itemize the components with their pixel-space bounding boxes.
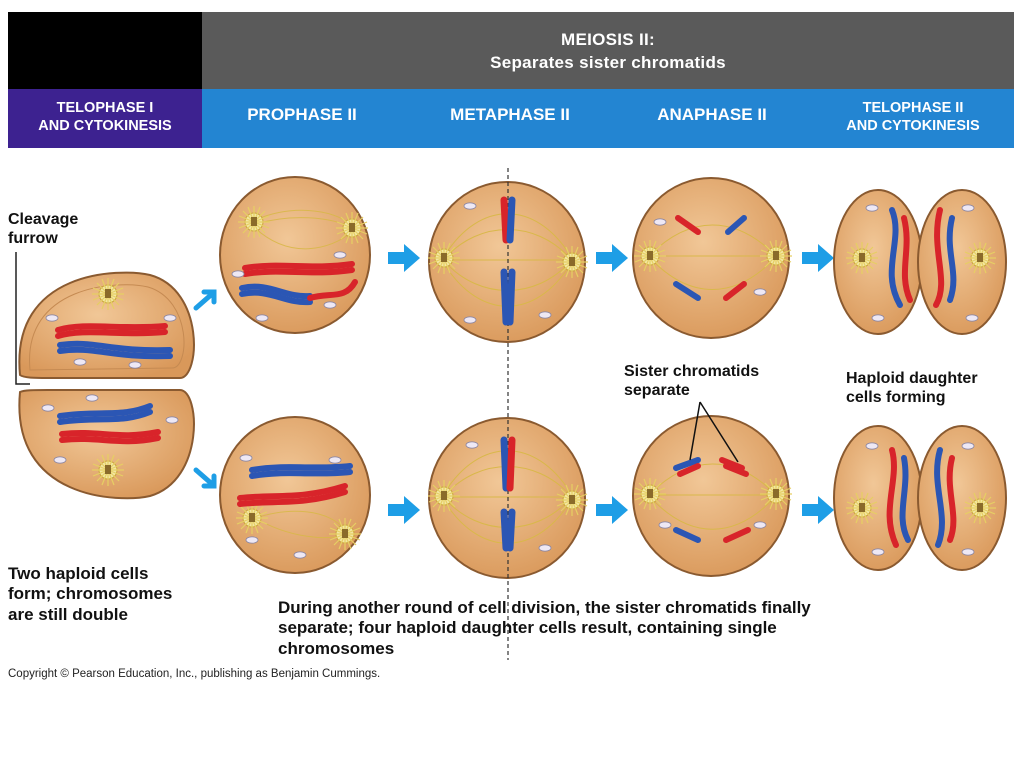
sister-chromatids-pointer (689, 401, 739, 463)
phase-label-anaphase-2: ANAPHASE II (657, 105, 767, 124)
header-black-block (8, 12, 202, 89)
prophase-2-cell-top (219, 176, 371, 334)
phase-bar-telophase-1 (8, 89, 202, 148)
anaphase-2-cell-top (632, 177, 790, 339)
metaphase-2-chromosomes (500, 196, 516, 552)
copyright-notice: Copyright © Pearson Education, Inc., pub… (8, 668, 381, 680)
meiosis-header: MEIOSIS II: Separates sister chromatids (202, 12, 1014, 89)
telophase-2-chromosomes (886, 207, 957, 548)
arrow-icon (193, 289, 217, 311)
header-title: MEIOSIS II: (561, 30, 655, 49)
phase-bar-meiosis-2 (202, 89, 1014, 148)
meiosis-2-diagram (15, 168, 1007, 660)
metaphase-2-cell-bottom (428, 417, 586, 579)
header-subtitle: Separates sister chromatids (490, 53, 726, 72)
phase-label-metaphase-2: METAPHASE II (450, 105, 570, 124)
arrow-icons (388, 244, 834, 524)
anaphase-2-chromatids (673, 215, 751, 543)
figure-caption: During another round of cell division, t… (278, 598, 811, 658)
cleavage-furrow-pointer (15, 252, 30, 385)
prophase-2-chromosomes (237, 261, 358, 507)
telophase-1-chromosomes (55, 323, 173, 445)
arrow-icon (193, 467, 217, 489)
phase-label-prophase-2: PROPHASE II (247, 105, 357, 124)
anaphase-2-cell-bottom (632, 415, 790, 577)
